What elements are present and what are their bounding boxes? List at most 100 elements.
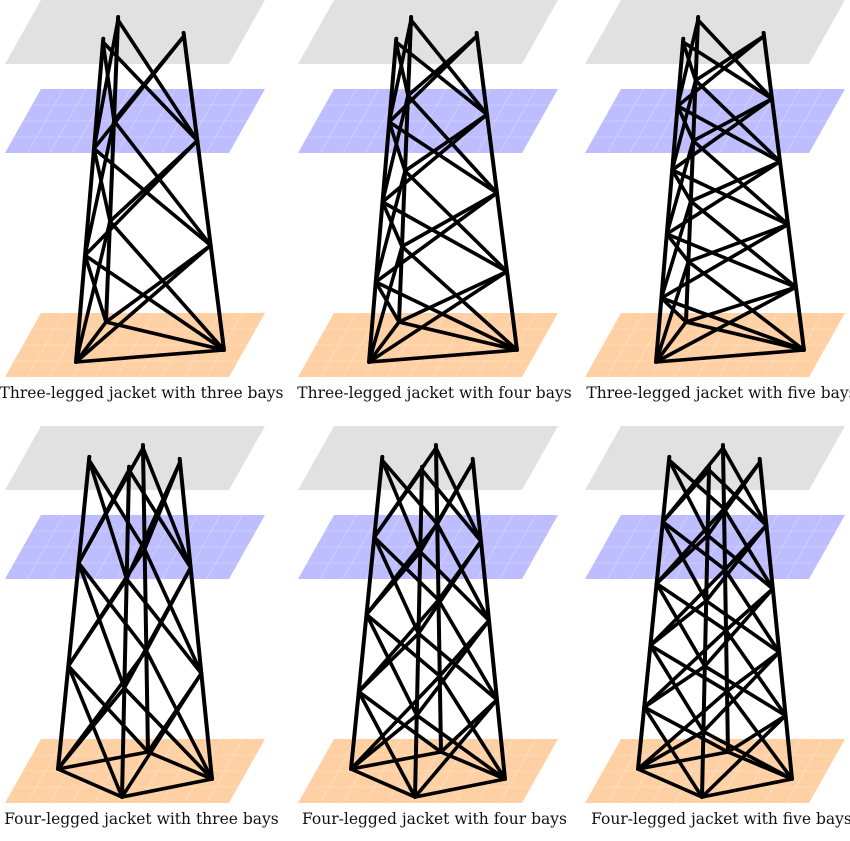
mudline-brace: [654, 348, 806, 364]
x-brace: [413, 697, 499, 799]
water-plane-gridline: [499, 88, 536, 154]
x-brace: [670, 78, 698, 172]
x-brace: [684, 285, 798, 324]
x-brace: [420, 468, 483, 544]
x-brace: [636, 729, 706, 771]
x-brace: [418, 549, 491, 623]
panel-caption: Three-legged jacket with five bays: [586, 384, 850, 402]
seabed-plane-fill: [585, 313, 845, 377]
x-brace: [387, 18, 413, 124]
x-brace: [142, 460, 182, 552]
mudline-brace: [56, 750, 150, 771]
x-brace: [92, 146, 112, 224]
jacket-leg: [761, 30, 806, 352]
x-brace: [701, 650, 781, 734]
jacket-drawing: [298, 426, 558, 804]
x-brace: [722, 507, 775, 591]
water-plane: [5, 514, 265, 580]
jacket-structure: [636, 442, 794, 799]
water-plane-gridline: [94, 514, 131, 580]
top-plane-fill: [5, 426, 265, 490]
x-brace: [659, 199, 693, 300]
jacket-leg: [684, 14, 701, 324]
x-brace: [409, 18, 489, 117]
x-brace: [373, 169, 407, 284]
x-brace: [654, 581, 707, 668]
mudline-brace: [146, 750, 214, 781]
water-plane: [585, 514, 845, 580]
x-brace: [127, 468, 193, 570]
seabed-plane-gridline: [607, 312, 644, 378]
x-brace: [397, 269, 509, 324]
jacket-leg: [470, 456, 507, 781]
jacket-structure: [654, 14, 806, 364]
x-brace: [372, 535, 441, 602]
seabed-plane-gridline: [116, 312, 154, 378]
x-brace: [654, 507, 726, 586]
jacket-drawing: [5, 426, 265, 804]
water-plane: [585, 88, 845, 154]
x-brace: [380, 93, 410, 204]
seabed-plane-gridline: [674, 312, 711, 378]
water-plane-gridline: [49, 88, 87, 154]
jacket-leg: [397, 14, 414, 324]
x-brace: [76, 446, 145, 565]
panel-caption: Four-legged jacket with five bays: [591, 810, 850, 828]
seabed-plane-gridline: [387, 312, 424, 378]
x-brace: [703, 664, 788, 718]
jacket-leg: [413, 464, 425, 799]
x-brace: [654, 259, 691, 364]
seabed-plane-gridline: [409, 312, 447, 378]
x-brace: [686, 222, 790, 264]
x-brace: [667, 458, 726, 511]
x-brace: [66, 547, 147, 668]
jacket-structure: [56, 442, 214, 799]
mudline-brace: [56, 767, 124, 799]
x-brace: [116, 18, 200, 143]
x-brace: [665, 139, 695, 236]
x-brace: [372, 535, 421, 636]
water-plane-gridline: [696, 88, 734, 154]
x-brace: [704, 599, 781, 654]
water-plane-fill: [298, 515, 558, 579]
x-brace: [380, 458, 440, 526]
seabed-plane-gridline: [161, 312, 199, 378]
x-brace: [661, 446, 725, 524]
water-plane-gridline: [607, 88, 644, 154]
x-brace: [87, 458, 129, 581]
x-brace: [707, 468, 769, 528]
seabed-plane-gridline: [206, 738, 243, 804]
x-brace: [723, 567, 781, 654]
mudline-brace: [654, 320, 688, 364]
seabed-plane-gridline: [139, 312, 176, 378]
top-plane-fill: [5, 0, 265, 64]
seabed-plane-gridline: [719, 312, 756, 378]
x-brace: [434, 446, 483, 544]
top-plane: [5, 0, 265, 64]
water-plane: [298, 88, 558, 154]
x-brace: [675, 18, 700, 108]
water-plane-gridline: [629, 514, 667, 580]
x-brace: [367, 269, 509, 364]
water-plane-gridline: [27, 514, 64, 580]
water-plane-gridline: [786, 88, 823, 154]
water-plane-gridline: [27, 88, 64, 154]
x-brace: [364, 522, 440, 617]
x-brace: [435, 522, 491, 623]
x-brace: [686, 259, 806, 352]
x-brace: [689, 199, 798, 290]
water-plane-gridline: [499, 514, 536, 580]
x-brace: [66, 664, 150, 754]
x-brace: [101, 40, 116, 123]
x-brace: [642, 705, 730, 754]
x-brace: [74, 243, 213, 364]
jacket-leg: [474, 30, 519, 352]
x-brace: [724, 628, 788, 718]
jacket-leg: [636, 454, 672, 771]
x-brace: [400, 244, 519, 352]
seabed-plane-gridline: [763, 738, 801, 804]
x-brace: [636, 689, 729, 771]
jacket-leg: [120, 464, 132, 799]
water-plane-gridline: [342, 88, 380, 154]
top-plane: [5, 426, 265, 490]
